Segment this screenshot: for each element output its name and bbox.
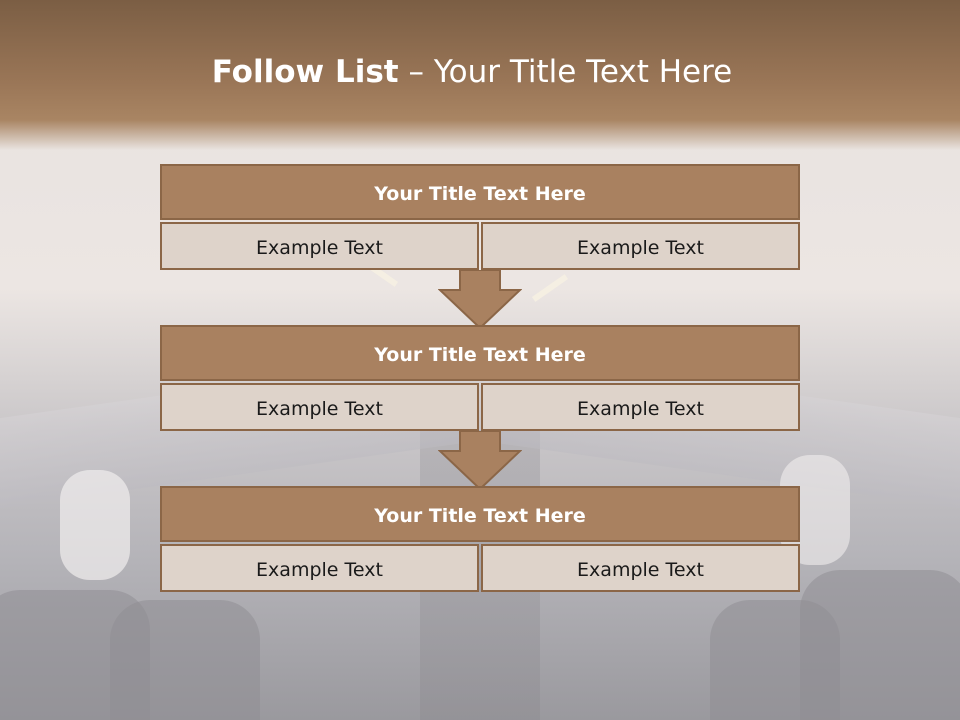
- block-cell-left: Example Text: [160, 383, 479, 431]
- ceiling-light: [531, 274, 569, 302]
- block-row: Example Text Example Text: [160, 383, 800, 431]
- block-heading: Your Title Text Here: [160, 164, 800, 220]
- block-heading: Your Title Text Here: [160, 486, 800, 542]
- list-block-3: Your Title Text Here Example Text Exampl…: [160, 486, 800, 592]
- block-cell-left: Example Text: [160, 222, 479, 270]
- down-arrow-icon: [438, 431, 522, 491]
- seat: [110, 600, 260, 720]
- block-heading: Your Title Text Here: [160, 325, 800, 381]
- block-cell-right: Example Text: [481, 544, 800, 592]
- list-block-1: Your Title Text Here Example Text Exampl…: [160, 164, 800, 270]
- cabin-window: [60, 470, 130, 580]
- block-cell-right: Example Text: [481, 383, 800, 431]
- block-row: Example Text Example Text: [160, 544, 800, 592]
- slide-title-rest: – Your Title Text Here: [408, 54, 733, 90]
- slide-title: Follow List – Your Title Text Here: [0, 54, 944, 90]
- block-row: Example Text Example Text: [160, 222, 800, 270]
- block-cell-left: Example Text: [160, 544, 479, 592]
- seat: [710, 600, 840, 720]
- header-band: [0, 0, 960, 150]
- slide-title-bold: Follow List: [211, 54, 399, 90]
- down-arrow-icon: [438, 270, 522, 330]
- block-cell-right: Example Text: [481, 222, 800, 270]
- list-block-2: Your Title Text Here Example Text Exampl…: [160, 325, 800, 431]
